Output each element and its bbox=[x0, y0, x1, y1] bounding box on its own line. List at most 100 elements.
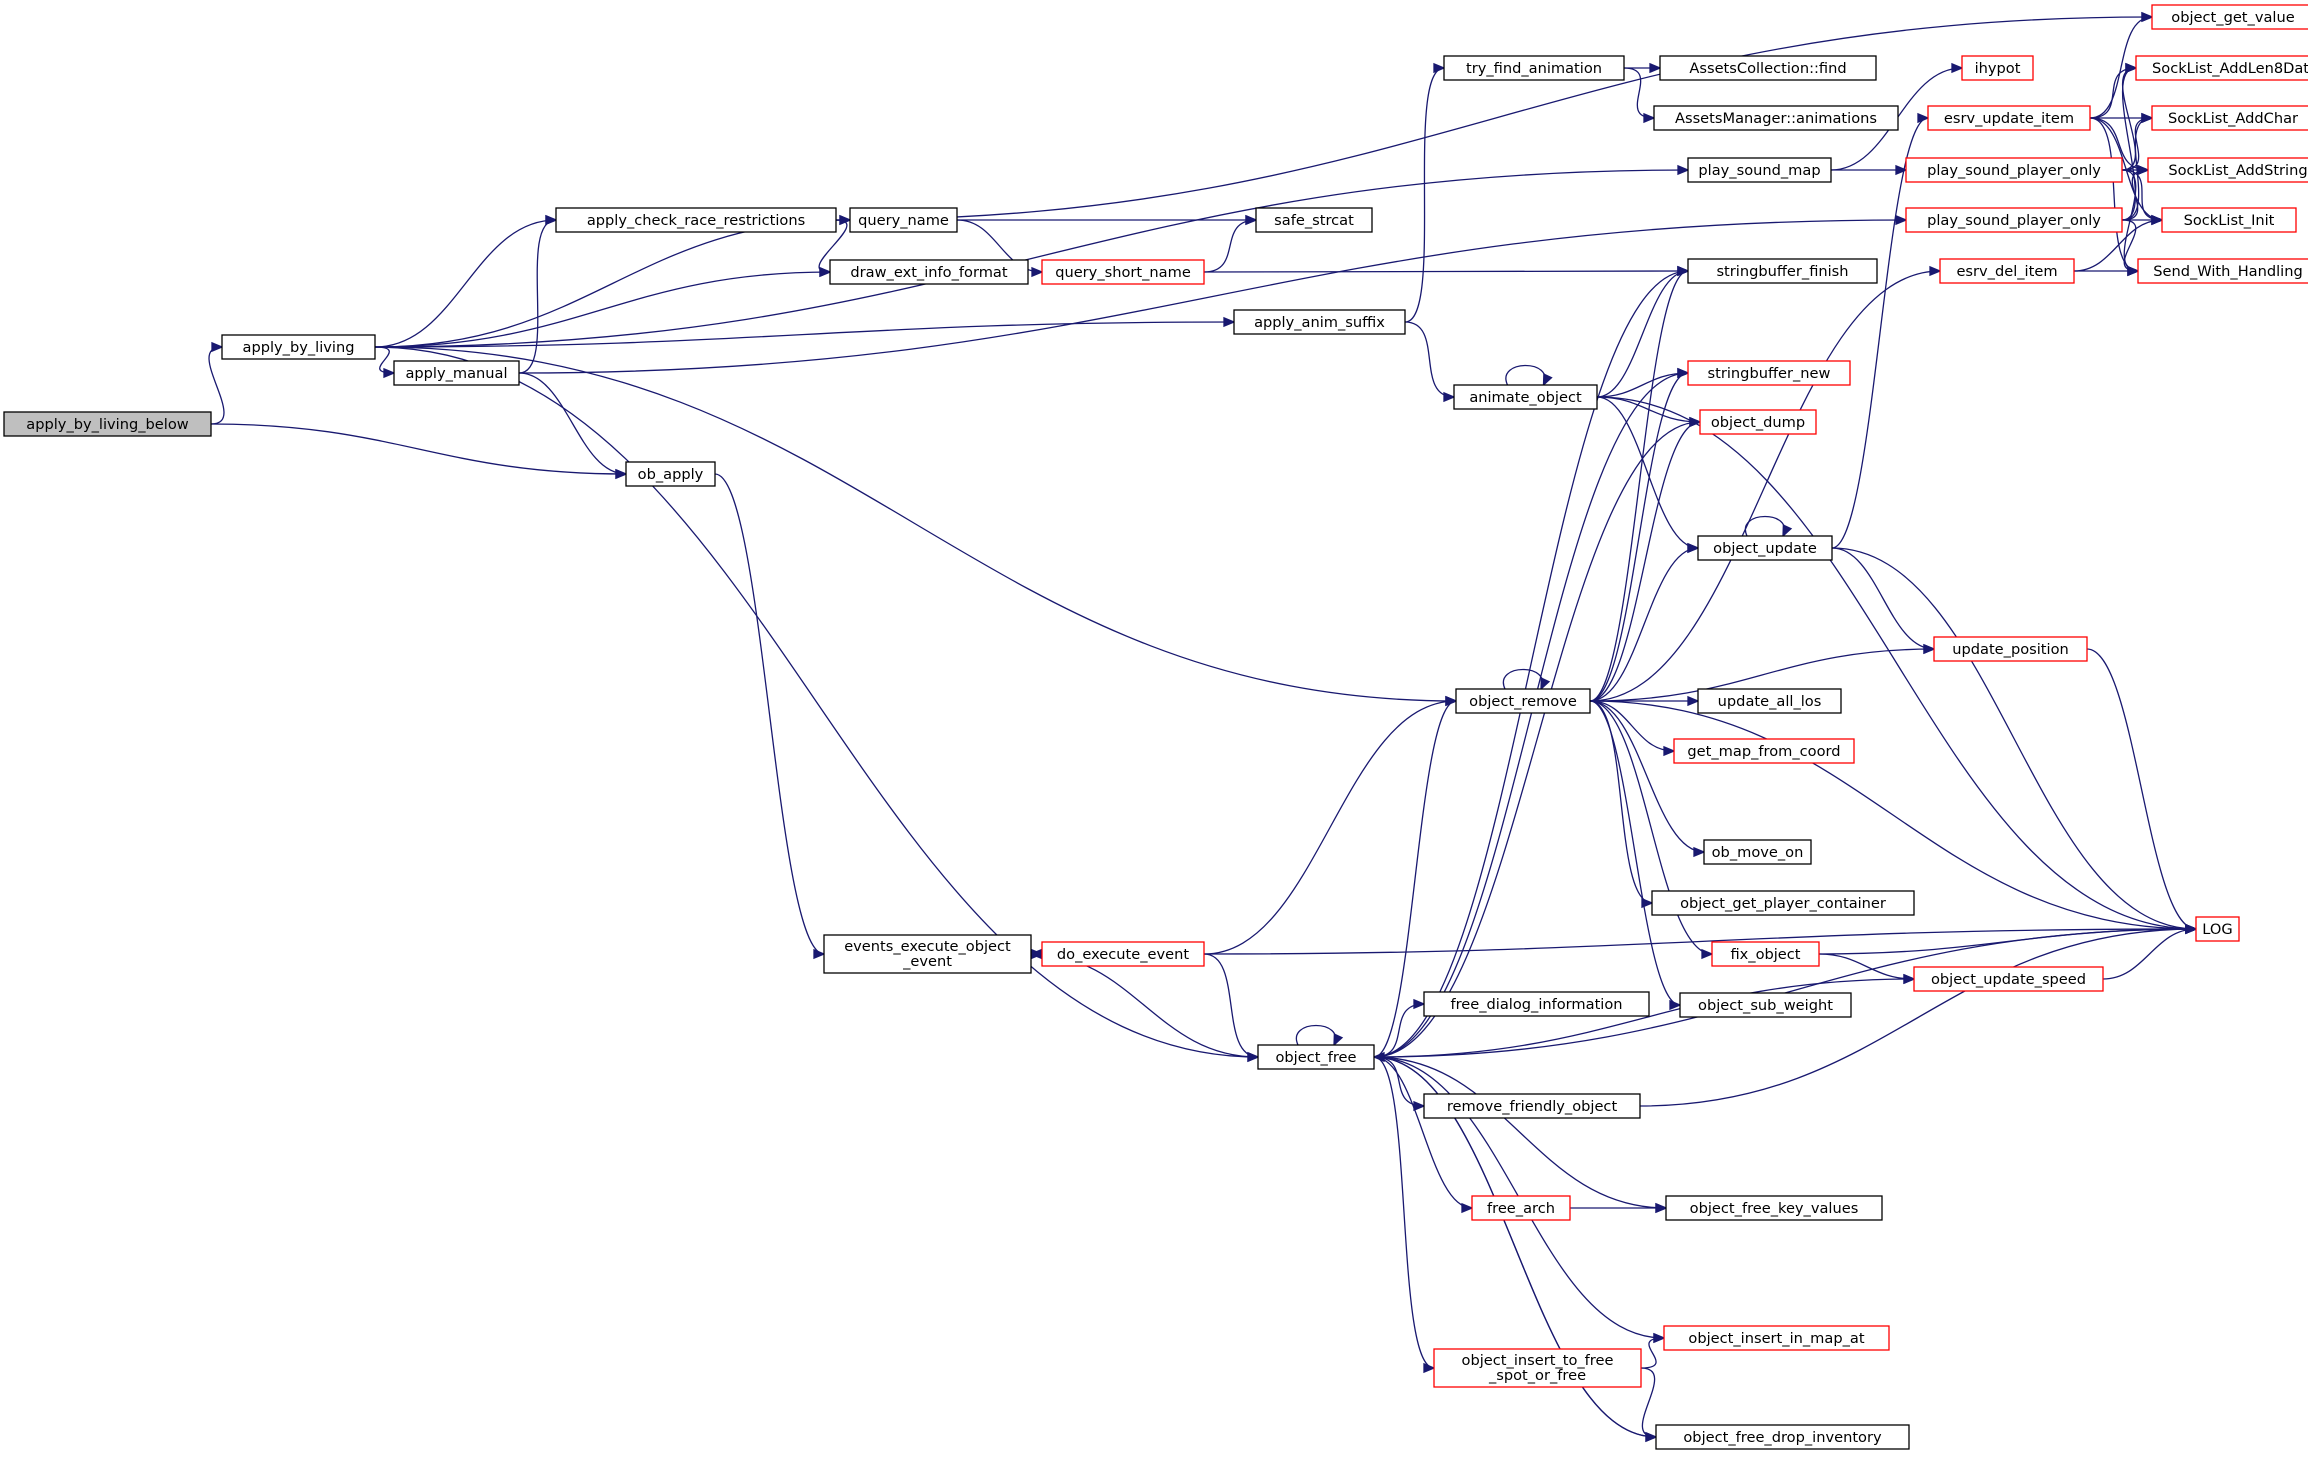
node-get_map_from_coord[interactable]: get_map_from_coord bbox=[1673, 738, 1855, 764]
node-SockList_AddString[interactable]: SockList_AddString bbox=[2147, 157, 2308, 183]
edge-apply_manual-to-ob_apply bbox=[518, 372, 628, 480]
edge-line bbox=[518, 219, 557, 374]
node-ob_apply[interactable]: ob_apply bbox=[625, 461, 716, 487]
node-box bbox=[1679, 992, 1852, 1018]
edge-apply_by_living-to-play_sound_map bbox=[374, 164, 1690, 348]
node-object_free_key_values[interactable]: object_free_key_values bbox=[1665, 1195, 1883, 1221]
node-stringbuffer_finish[interactable]: stringbuffer_finish bbox=[1687, 258, 1878, 284]
node-box bbox=[1697, 688, 1842, 714]
node-box bbox=[2161, 207, 2297, 233]
edge-line bbox=[714, 473, 825, 955]
node-stringbuffer_new[interactable]: stringbuffer_new bbox=[1687, 360, 1851, 386]
node-apply_manual[interactable]: apply_manual bbox=[393, 360, 520, 386]
edge-object_free-to-object_free_key_values bbox=[1373, 1056, 1668, 1214]
edge-esrv_update_item-to-SockList_AddLen8Data bbox=[2089, 62, 2138, 119]
edge-line-arrowhead bbox=[1461, 1202, 1474, 1214]
node-apply_by_living_below[interactable]: apply_by_living_below bbox=[3, 411, 212, 437]
node-apply_check_race_restrictions[interactable]: apply_check_race_restrictions bbox=[555, 207, 837, 233]
node-box bbox=[1663, 1325, 1890, 1351]
node-label: stringbuffer_finish bbox=[1716, 263, 1848, 280]
node-apply_anim_suffix[interactable]: apply_anim_suffix bbox=[1233, 309, 1406, 335]
node-ihypot[interactable]: ihypot bbox=[1961, 55, 2034, 81]
node-LOG[interactable]: LOG bbox=[2195, 916, 2240, 942]
node-play_sound_player_only_2[interactable]: play_sound_player_only bbox=[1905, 207, 2123, 233]
node-animate_object[interactable]: animate_object bbox=[1453, 384, 1598, 410]
node-object_insert_to_free_spot_or_free[interactable]: object_insert_to_free_spot_or_free bbox=[1433, 1348, 1642, 1388]
node-esrv_del_item[interactable]: esrv_del_item bbox=[1939, 258, 2075, 284]
edge-line bbox=[1505, 365, 1546, 386]
edge-line bbox=[1831, 547, 1935, 650]
edge-line-arrowhead bbox=[1693, 846, 1706, 858]
node-try_find_animation[interactable]: try_find_animation bbox=[1443, 55, 1625, 81]
node-label: Send_With_Handling bbox=[2153, 263, 2303, 280]
node-draw_ext_info_format[interactable]: draw_ext_info_format bbox=[829, 259, 1029, 285]
node-SockList_Init[interactable]: SockList_Init bbox=[2161, 207, 2297, 233]
node-object_free_drop_inventory[interactable]: object_free_drop_inventory bbox=[1655, 1424, 1910, 1450]
node-esrv_update_item[interactable]: esrv_update_item bbox=[1927, 105, 2091, 131]
node-events_execute_object_event[interactable]: events_execute_object_event bbox=[823, 934, 1032, 974]
node-label: SockList_AddChar bbox=[2168, 110, 2298, 127]
node-play_sound_player_only_1[interactable]: play_sound_player_only bbox=[1905, 157, 2123, 183]
edge-line-arrowhead bbox=[1223, 316, 1236, 328]
node-object_update_speed[interactable]: object_update_speed bbox=[1913, 966, 2104, 992]
node-fix_object[interactable]: fix_object bbox=[1711, 941, 1820, 967]
edge-apply_by_living_below-to-apply_by_living bbox=[208, 341, 225, 425]
edge-line-arrowhead bbox=[2137, 164, 2150, 176]
edge-query_short_name-to-safe_strcat bbox=[1203, 214, 1258, 273]
edge-line bbox=[1640, 1367, 1657, 1438]
node-update_all_los[interactable]: update_all_los bbox=[1697, 688, 1842, 714]
node-box bbox=[1471, 1195, 1571, 1221]
edge-line bbox=[374, 219, 851, 348]
node-label: apply_manual bbox=[405, 365, 507, 382]
node-box bbox=[1711, 941, 1820, 967]
node-object_get_player_container[interactable]: object_get_player_container bbox=[1651, 890, 1915, 916]
node-object_remove[interactable]: object_remove bbox=[1455, 688, 1591, 714]
node-safe_strcat[interactable]: safe_strcat bbox=[1255, 207, 1373, 233]
node-object_update[interactable]: object_update bbox=[1697, 535, 1833, 561]
node-label: object_sub_weight bbox=[1698, 997, 1833, 1014]
edge-apply_by_living_below-to-ob_apply bbox=[210, 423, 628, 480]
node-object_sub_weight[interactable]: object_sub_weight bbox=[1679, 992, 1852, 1018]
edge-object_remove-to-object_sub_weight bbox=[1589, 700, 1682, 1011]
node-query_short_name[interactable]: query_short_name bbox=[1041, 259, 1205, 285]
edge-line bbox=[1203, 700, 1457, 955]
node-AssetsManager_animations[interactable]: AssetsManager::animations bbox=[1653, 105, 1899, 131]
node-object_free[interactable]: object_free bbox=[1257, 1044, 1375, 1070]
node-label: play_sound_player_only bbox=[1927, 162, 2101, 179]
edge-line bbox=[1596, 396, 2197, 930]
node-label: free_arch bbox=[1487, 1200, 1555, 1217]
edge-line bbox=[518, 219, 1907, 374]
node-object_dump[interactable]: object_dump bbox=[1699, 409, 1817, 435]
edge-object_free-to-object_free bbox=[1295, 1025, 1344, 1047]
edge-line bbox=[1373, 421, 1701, 1058]
edge-apply_by_living-to-apply_anim_suffix bbox=[374, 316, 1236, 348]
node-box bbox=[1687, 157, 1832, 183]
node-label: object_get_player_container bbox=[1680, 895, 1886, 912]
node-play_sound_map[interactable]: play_sound_map bbox=[1687, 157, 1832, 183]
edge-apply_manual-to-play_sound_player_only_2 bbox=[518, 214, 1908, 374]
edge-line bbox=[1373, 700, 1457, 1058]
node-SockList_AddLen8Data[interactable]: SockList_AddLen8Data bbox=[2135, 55, 2308, 81]
node-SockList_AddChar[interactable]: SockList_AddChar bbox=[2151, 105, 2308, 131]
edge-line bbox=[1373, 978, 1915, 1058]
node-free_dialog_information[interactable]: free_dialog_information bbox=[1423, 991, 1650, 1017]
node-AssetsCollection_find[interactable]: AssetsCollection::find bbox=[1659, 55, 1877, 81]
node-object_get_value[interactable]: object_get_value bbox=[2151, 4, 2308, 30]
node-free_arch[interactable]: free_arch bbox=[1471, 1195, 1571, 1221]
node-Send_With_Handling[interactable]: Send_With_Handling bbox=[2137, 258, 2308, 284]
edge-line-arrowhead bbox=[2125, 62, 2138, 74]
node-object_insert_in_map_at[interactable]: object_insert_in_map_at bbox=[1663, 1325, 1890, 1351]
node-do_execute_event[interactable]: do_execute_event bbox=[1041, 941, 1205, 967]
node-box bbox=[1905, 157, 2123, 183]
node-ob_move_on[interactable]: ob_move_on bbox=[1703, 839, 1812, 865]
node-apply_by_living[interactable]: apply_by_living bbox=[221, 334, 376, 360]
edge-line-arrowhead bbox=[1413, 998, 1426, 1010]
node-remove_friendly_object[interactable]: remove_friendly_object bbox=[1423, 1093, 1641, 1119]
edge-line-arrowhead bbox=[2151, 214, 2164, 226]
edge-line-arrowhead bbox=[383, 367, 396, 379]
edge-object_update_speed-to-LOG bbox=[2102, 923, 2198, 980]
node-update_position[interactable]: update_position bbox=[1933, 636, 2088, 662]
node-box bbox=[1961, 55, 2034, 81]
edge-line-arrowhead bbox=[1677, 164, 1690, 176]
node-query_name[interactable]: query_name bbox=[849, 207, 958, 233]
